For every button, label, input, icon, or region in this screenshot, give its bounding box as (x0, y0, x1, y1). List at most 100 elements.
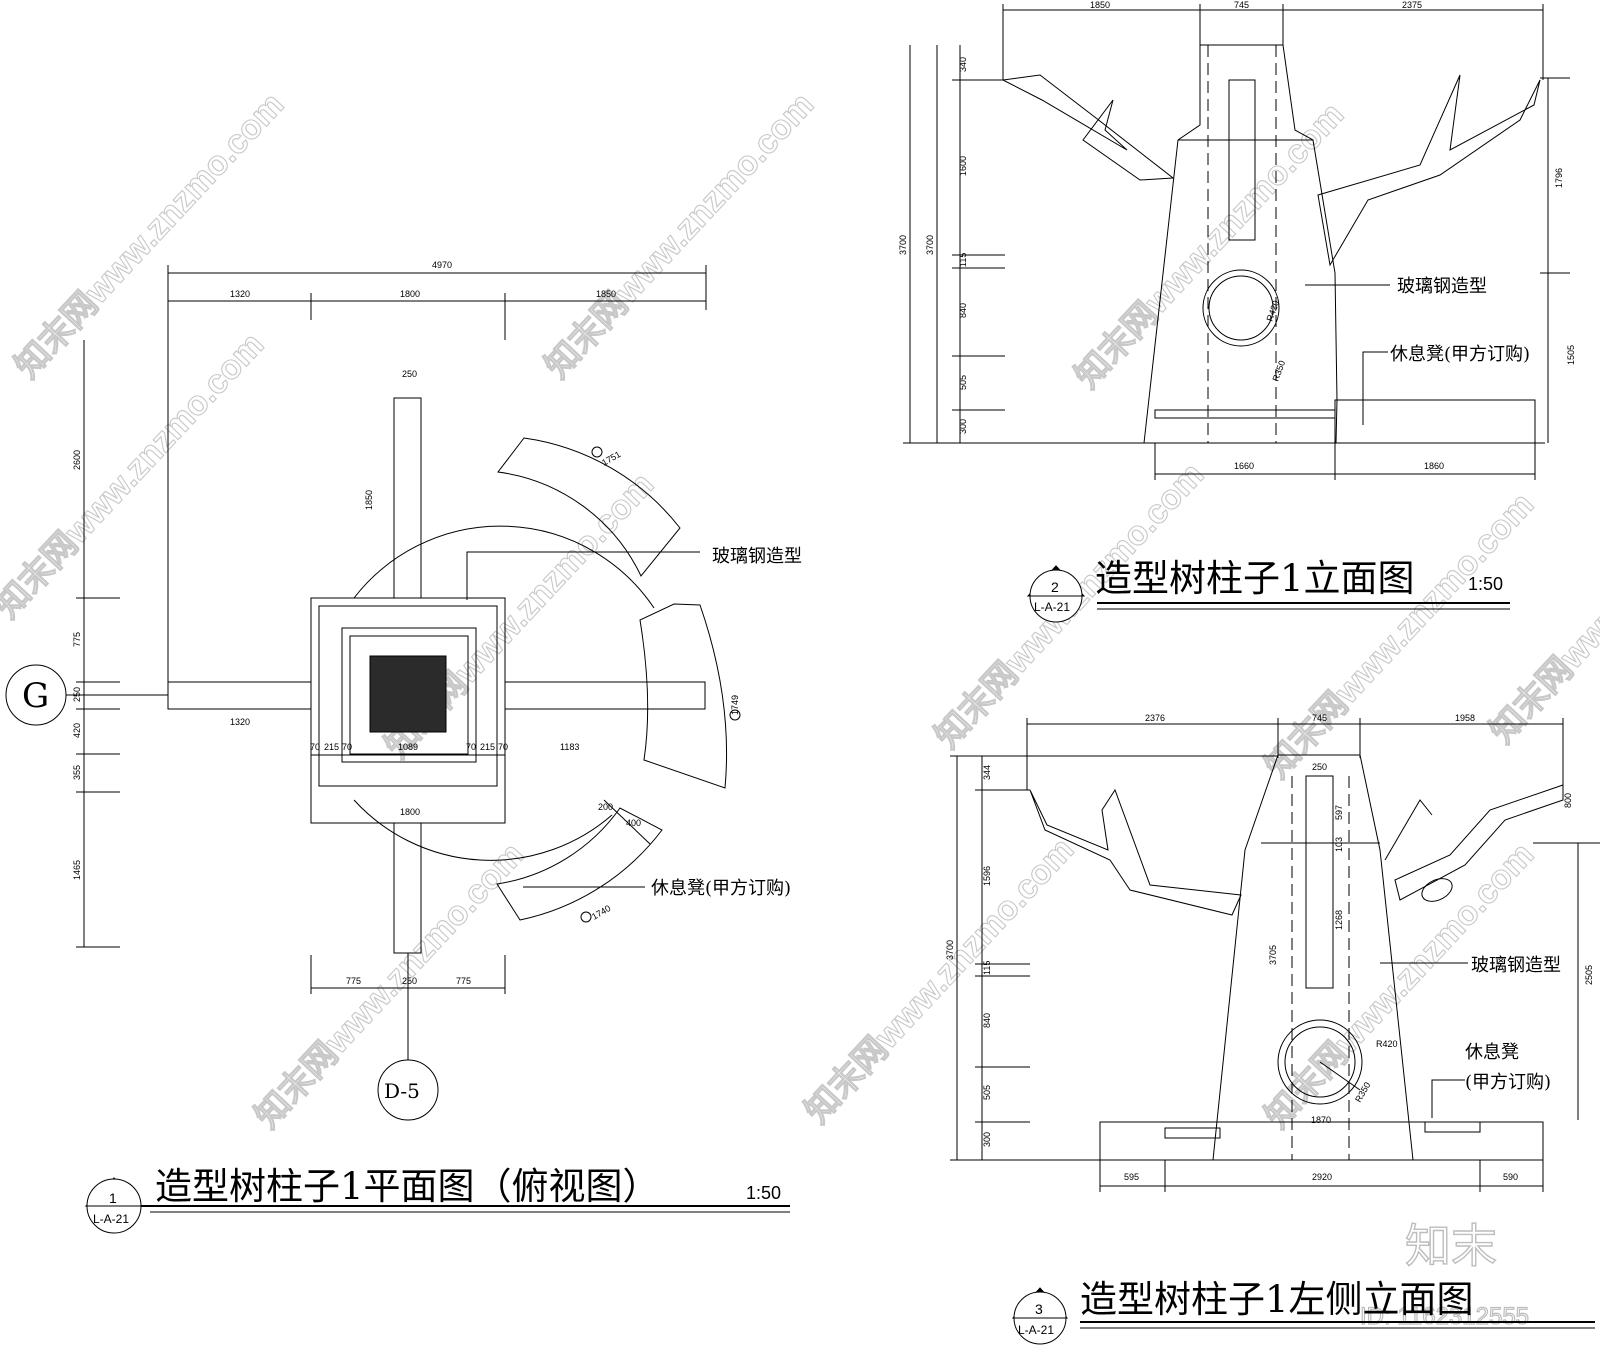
dim-text: 300 (958, 419, 968, 434)
radius-marker (580, 911, 592, 923)
dim-text: 1749 (730, 695, 740, 715)
bench-right (1424, 1121, 1481, 1133)
dim-text: 115 (958, 253, 968, 267)
label-bench-line2: (甲方订购) (1465, 1072, 1551, 1093)
dim-text: 745 (1312, 713, 1327, 723)
watermark-layer: 知末网www.znzmo.com 知末网www.znzmo.com 知末网www… (0, 85, 1600, 1331)
dim-text: 1600 (958, 156, 968, 176)
dim-text: 344 (982, 765, 992, 780)
elevation-1-text: 1850 745 2375 3700 3700 340 1600 115 840… (898, 0, 1576, 614)
dim-text: 200 (598, 802, 613, 812)
dim-text: 3700 (898, 235, 908, 255)
dim-text: 1660 (1234, 461, 1254, 471)
tree-branch-right (1394, 784, 1564, 901)
dim-text: R420 (1376, 1039, 1398, 1049)
tree-hole-outer (1202, 269, 1280, 347)
dim-text: 2920 (1312, 1172, 1332, 1182)
dim-text: 840 (958, 303, 968, 318)
dim-text: 1089 (398, 742, 418, 752)
dim-text: 340 (958, 57, 968, 72)
dim-text: 1850 (596, 289, 616, 299)
leader-bench (1431, 1079, 1465, 1118)
bench-left (1164, 1127, 1221, 1139)
dim-text: 3700 (925, 235, 935, 255)
dim-text: 420 (72, 723, 82, 738)
dim-text: 1465 (72, 860, 82, 880)
plan-scale: 1:50 (746, 1183, 781, 1203)
radius-line (1319, 1061, 1361, 1091)
dim-text: 840 (982, 1013, 992, 1028)
elevation-2-title: 造型树柱子1左侧立面图 (1080, 1278, 1474, 1321)
dim-text: 775 (72, 632, 82, 647)
dim-text: 300 (982, 1132, 992, 1147)
tree-branch-left (1001, 74, 1175, 181)
plan-arm-top (393, 397, 422, 599)
radius-marker (729, 709, 741, 721)
elevation-2-view (950, 718, 1600, 1345)
label-frp: 玻璃钢造型 (1397, 276, 1487, 297)
dim-text: 2505 (1584, 965, 1594, 985)
plan-arm-right (504, 681, 706, 710)
dim-text: 115 (982, 961, 992, 975)
dim-text: 215 (324, 742, 339, 752)
watermark-text: 知末网www.znzmo.com (538, 86, 821, 386)
tree-branch-knot (1421, 878, 1453, 902)
section-tag-sheet: L-A-21 (93, 1212, 129, 1226)
label-frp: 玻璃钢造型 (1471, 955, 1561, 976)
section-tag-number: 3 (1035, 1301, 1043, 1317)
dim-text: 250 (1312, 762, 1327, 772)
dim-text: 1268 (1334, 910, 1344, 930)
dim-text: 70 (310, 742, 320, 752)
dim-text: 775 (346, 976, 361, 986)
dim-text: 1320 (230, 289, 250, 299)
dim-text: 3700 (945, 940, 955, 960)
label-bench-line1: 休息凳 (1465, 1042, 1519, 1063)
tree-slot (1228, 79, 1256, 241)
plan-circle-arc (353, 799, 613, 861)
dim-text: 1596 (982, 866, 992, 886)
dim-text: 1860 (1424, 461, 1444, 471)
grid-bubble-d5 (377, 1059, 439, 1121)
plan-title: 造型树柱子1平面图（俯视图） (155, 1165, 660, 1208)
tree-hole-outer (1277, 1019, 1363, 1105)
plan-trunk-inner (341, 627, 477, 763)
elevation-1-scale: 1:50 (1468, 574, 1503, 594)
dim-text: R350 (1270, 359, 1287, 383)
dim-text: 1800 (400, 289, 420, 299)
dim-text: 355 (72, 765, 82, 780)
dim-text: 1870 (1311, 1115, 1331, 1125)
tree-hole-inner (1284, 1026, 1356, 1098)
dim-text: 1740 (590, 903, 612, 922)
bench-right (1334, 399, 1536, 444)
dim-text: 505 (982, 1085, 992, 1100)
label-bench: 休息凳(甲方订购) (1390, 344, 1530, 365)
dim-line (603, 799, 651, 845)
dim-text: 1958 (1455, 713, 1475, 723)
watermark-brand: 知末 (1405, 1219, 1497, 1273)
dim-text: 597 (1334, 805, 1344, 820)
dim-text: 250 (402, 369, 417, 379)
tree-trunk (1143, 44, 1338, 444)
dim-text: 70 (498, 742, 508, 752)
label-frp: 玻璃钢造型 (712, 546, 802, 567)
tree-branch-right-upper (1384, 799, 1433, 861)
tree-hole-inner (1208, 275, 1274, 341)
plan-trunk-inner2 (349, 635, 469, 755)
dim-text: 1850 (364, 490, 374, 510)
dim-text: 4970 (432, 260, 452, 270)
radius-marker (591, 446, 603, 458)
dim-text: 745 (1234, 0, 1249, 10)
dim-text: 1183 (560, 742, 579, 752)
plan-view (5, 265, 790, 1234)
plan-text: 4970 1320 1800 1850 250 1850 1320 1183 7… (22, 260, 802, 1226)
plan-bench-right (639, 603, 728, 789)
dim-text: 800 (1563, 793, 1573, 808)
section-tag-sheet: L-A-21 (1034, 600, 1070, 614)
elevation-1-title: 造型树柱子1立面图 (1095, 557, 1415, 600)
dim-text: 70 (342, 742, 352, 752)
dim-text: 1320 (230, 717, 250, 727)
dim-text: 595 (1124, 1172, 1139, 1182)
plan-arm-left (167, 681, 312, 710)
dim-text: 103 (1334, 837, 1344, 852)
